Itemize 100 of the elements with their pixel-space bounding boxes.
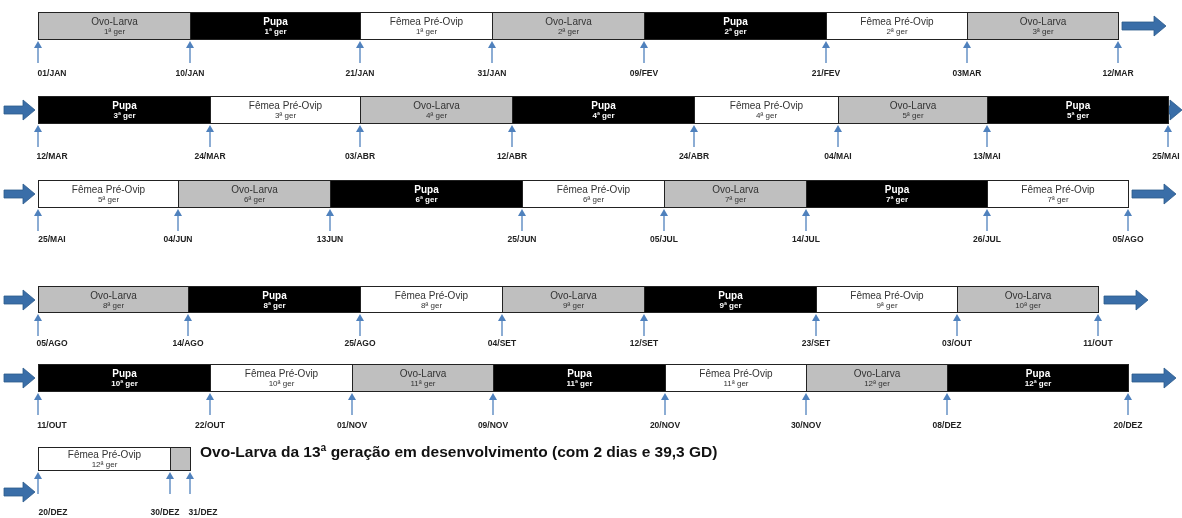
date-label: 08/DEZ [932, 420, 962, 430]
stage-label: Ovo-Larva [550, 289, 597, 301]
generation-label: 10ª ger [1015, 300, 1041, 310]
stage-label: Pupa [112, 368, 137, 379]
date-label: 04/MAI [824, 151, 852, 161]
date-label: 31/JAN [477, 68, 507, 78]
stage-label: Ovo-Larva [853, 368, 901, 379]
stage-label: Pupa [112, 100, 137, 111]
generation-label: 3ª ger [113, 111, 136, 120]
date-label: 03MAR [952, 68, 982, 78]
timeline-segment [806, 364, 948, 392]
generation-label: 4ª ger [425, 111, 448, 120]
stage-label: Ovo-Larva [231, 184, 278, 195]
generation-label: 1ª ger [264, 27, 287, 36]
stage-label: Ovo-Larva [889, 100, 937, 111]
generation-label: 7ª ger [1047, 195, 1069, 204]
stage-label: Fêmea Pré-Ovip [1021, 184, 1095, 195]
date-label: 23/SET [801, 338, 831, 348]
timeline-segment [210, 364, 353, 392]
date-label: 03/ABR [344, 151, 376, 161]
date-label: 30/DEZ [150, 507, 180, 517]
date-label: 09/FEV [629, 68, 659, 78]
stage-label: Ovo-Larva [1004, 289, 1052, 301]
stage-label: Ovo-Larva [1019, 16, 1067, 27]
timeline-segment [38, 12, 191, 40]
timeline-segment [502, 286, 645, 313]
stage-label: Fêmea Pré-Ovip [394, 289, 469, 301]
timeline-segment [665, 364, 807, 392]
date-label: 03/OUT [942, 338, 972, 348]
date-label: 04/JUN [163, 234, 193, 244]
date-label: 20/NOV [649, 420, 681, 430]
generation-label: 1ª ger [103, 27, 126, 36]
timeline-segment [967, 12, 1119, 40]
generation-label: 12ª ger [91, 460, 118, 469]
generation-label: 1ª ger [415, 27, 438, 36]
generation-label: 8ª ger [420, 300, 443, 310]
timeline-segment [806, 180, 988, 208]
date-label: 09/NOV [477, 420, 509, 430]
date-label: 14/AGO [172, 338, 204, 348]
stage-label: Ovo-Larva [712, 184, 759, 195]
date-label: 13JUN [316, 234, 344, 244]
generation-label: 9ª ger [562, 300, 585, 310]
stage-label: Ovo-Larva [90, 289, 137, 301]
generation-label: 5ª ger [97, 195, 120, 204]
date-label: 12/MAR [36, 151, 68, 161]
date-label: 12/SET [629, 338, 659, 348]
stage-label: Fêmea Pré-Ovip [699, 368, 773, 379]
generation-label: 3ª ger [1032, 27, 1054, 36]
timeline-segment [838, 96, 988, 124]
stage-label: Fêmea Pré-Ovip [248, 100, 323, 111]
date-label: 25/MAI [38, 234, 66, 244]
generation-label: 9ª ger [719, 300, 742, 310]
date-label: 24/MAR [194, 151, 226, 161]
stage-label: Pupa [723, 16, 748, 27]
stage-label: Pupa [567, 368, 592, 379]
generation-label: 6ª ger [582, 195, 605, 204]
date-label: 20/DEZ [38, 507, 68, 517]
stage-label: Fêmea Pré-Ovip [71, 184, 146, 195]
date-label: 10/JAN [175, 68, 205, 78]
timeline-segment [360, 96, 513, 124]
timeline-segment [644, 12, 827, 40]
timeline-segment [38, 447, 171, 471]
stage-label: Pupa [718, 289, 743, 301]
date-label: 21/JAN [345, 68, 375, 78]
timeline-segment [493, 364, 666, 392]
timeline-segment [360, 12, 493, 40]
date-label: 05/AGO [1112, 234, 1144, 244]
generation-label: 11ª ger [566, 379, 593, 388]
timeline-segment [664, 180, 807, 208]
date-label: 26/JUL [973, 234, 1001, 244]
date-label: 11/OUT [37, 420, 67, 430]
generation-label: 9ª ger [876, 300, 898, 310]
generation-label: 8ª ger [263, 300, 286, 310]
timeline-segment [190, 12, 361, 40]
generation-label: 7ª ger [724, 195, 747, 204]
generation-label: 4ª ger [592, 111, 615, 120]
timeline-segment [360, 286, 503, 313]
timeline-segment [987, 180, 1129, 208]
timeline-segment [644, 286, 817, 313]
date-label: 04/SET [487, 338, 517, 348]
stage-label: Fêmea Pré-Ovip [389, 16, 464, 27]
stage-label: Pupa [414, 184, 439, 195]
timeline-segment [492, 12, 645, 40]
date-label: 14/JUL [792, 234, 820, 244]
generation-label: 7ª ger [885, 195, 909, 204]
generation-label: 2ª ger [886, 27, 908, 36]
date-label: 05/AGO [36, 338, 68, 348]
generation-label: 11ª ger [410, 379, 436, 388]
date-label: 21/FEV [811, 68, 841, 78]
generation-label: 10ª ger [268, 379, 295, 388]
generation-label: 3ª ger [274, 111, 297, 120]
stage-label: Fêmea Pré-Ovip [850, 289, 924, 301]
date-label: 01/JAN [37, 68, 67, 78]
timeline-segment [947, 364, 1129, 392]
generation-label: 12ª ger [864, 379, 890, 388]
timeline-segment [38, 364, 211, 392]
generation-label: 5ª ger [902, 111, 924, 120]
date-label: 11/OUT [1083, 338, 1113, 348]
date-label: 20/DEZ [1113, 420, 1143, 430]
stage-label: Ovo-Larva [399, 368, 447, 379]
